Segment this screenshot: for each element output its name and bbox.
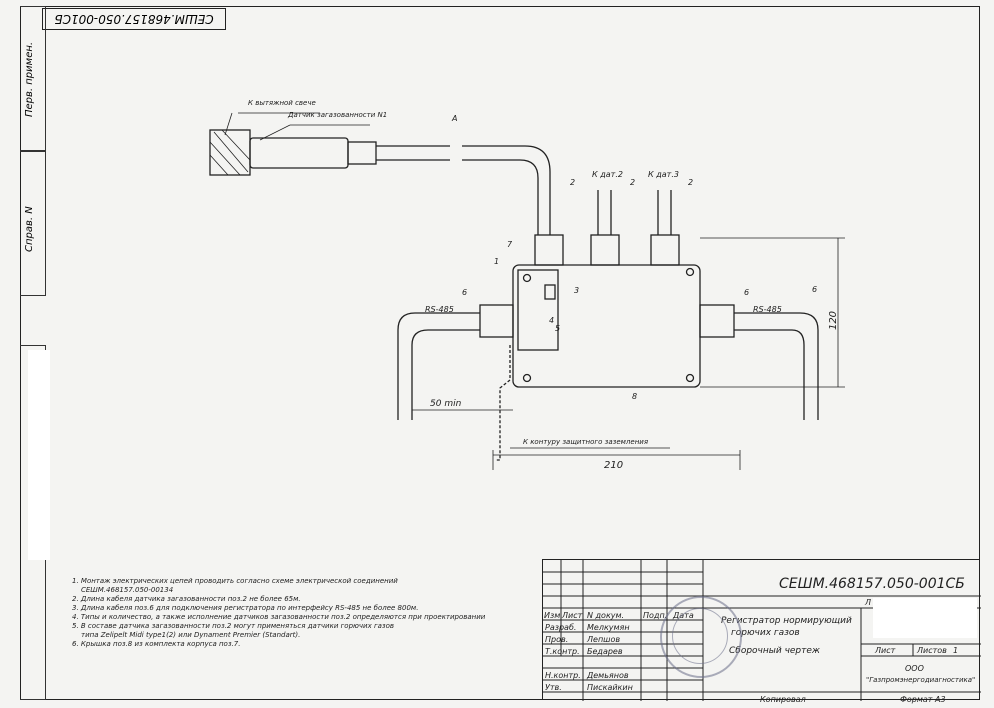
note-5-types: типа Zelipelt Midi type1(2) или Dynament… xyxy=(81,631,301,639)
callout-pos-5: 5 xyxy=(555,324,561,333)
product-title-2: горючих газов xyxy=(731,628,800,638)
gland-1 xyxy=(534,234,564,266)
name-tcontrol: Бедарев xyxy=(587,647,623,656)
label-rs485-left: RS-485 xyxy=(425,305,454,314)
ground-wire xyxy=(496,345,511,461)
callout-vent-candle: К вытяжной свече xyxy=(248,99,316,107)
gland-left xyxy=(479,304,514,338)
title-block: СЕШМ.468157.050-001СБ Изм Лист N докум. … xyxy=(542,559,981,701)
sensor-cable xyxy=(376,145,450,161)
product-title-3: Сборочный чертеж xyxy=(729,646,821,656)
note-2: 2. Длина кабеля датчика загазованности п… xyxy=(72,595,301,603)
dim-210: 210 xyxy=(604,460,624,471)
product-title-1: Регистратор нормирующий xyxy=(721,616,852,626)
note-6: 6. Крышка поз.8 из комплекта корпуса поз… xyxy=(72,640,241,648)
sensor-gland xyxy=(347,141,377,165)
role-tcontrol: Т.контр. xyxy=(545,647,580,656)
hdr-sign: Подп. xyxy=(643,611,668,620)
rs485-cable-right xyxy=(734,312,819,420)
callout-pos-2b: 2 xyxy=(630,178,636,187)
note-1: 1. Монтаж электрических цепей проводить … xyxy=(72,577,398,585)
dim-50-min: 50 min xyxy=(430,399,462,409)
side-cell-first-use: Перв. примен. xyxy=(20,6,46,151)
note-1-ref: СЕШМ.468157.050-00134 xyxy=(81,586,174,594)
side-cell-ref: Справ. N xyxy=(20,151,46,296)
title-doc-number: СЕШМ.468157.050-001СБ xyxy=(779,576,965,592)
company-line-2: "Газпромэнергодиагностика" xyxy=(866,676,976,684)
role-checker: Пров. xyxy=(545,635,569,644)
cable-bend xyxy=(462,145,551,235)
callout-pos-2: 2 xyxy=(570,178,576,187)
hdr-doc: N докум. xyxy=(587,611,625,620)
technical-notes: 1. Монтаж электрических цепей проводить … xyxy=(72,577,485,649)
role-developer: Разраб. xyxy=(545,623,577,632)
company-line-1: ООО xyxy=(905,664,924,673)
callout-pos-6b: 6 xyxy=(744,288,750,297)
label-rs485-right: RS-485 xyxy=(753,305,782,314)
gland-2 xyxy=(590,234,620,266)
footer-copied: Копировал xyxy=(760,695,806,704)
callout-pos-2c: 2 xyxy=(688,178,694,187)
enclosure-body xyxy=(512,264,701,388)
callout-to-sensor-3: К дат.3 xyxy=(648,170,679,179)
sheets-label: Листов xyxy=(917,646,947,655)
callout-pos-A: А xyxy=(452,114,458,123)
gland-3 xyxy=(650,234,680,266)
name-approved: Пискайкин xyxy=(587,683,633,692)
redacted-area-left xyxy=(28,350,50,560)
callout-pos-6a: 6 xyxy=(462,288,468,297)
sheets-value: 1 xyxy=(953,646,959,655)
sensor-body-hatched xyxy=(209,129,251,176)
name-developer: Мелкумян xyxy=(587,623,630,632)
callout-pos-b: 6 xyxy=(812,285,818,294)
hdr-list: Лист xyxy=(562,611,583,620)
callout-ground: К контуру защитного заземления xyxy=(523,438,649,446)
callout-pos-1: 1 xyxy=(494,257,500,266)
sheet-label: Лист xyxy=(875,646,896,655)
terminal-block xyxy=(517,269,559,351)
callout-pos-4: 4 xyxy=(549,316,555,325)
note-4: 4. Типы и количество, а также исполнение… xyxy=(72,613,486,621)
drawing-frame xyxy=(20,6,980,700)
callout-pos-7: 7 xyxy=(507,240,513,249)
hdr-izm: Изм xyxy=(544,611,561,620)
rs485-cable-left xyxy=(397,312,480,420)
callout-pos-3: 3 xyxy=(574,286,580,295)
callout-to-sensor-2: К дат.2 xyxy=(592,170,623,179)
name-ncontrol: Демьянов xyxy=(587,671,629,680)
letter-label: Л xyxy=(865,598,872,607)
callout-pos-8: 8 xyxy=(632,392,638,401)
redacted-area-title xyxy=(873,598,977,638)
gland-right xyxy=(699,304,735,338)
note-5: 5. В составе датчика загазованности поз.… xyxy=(72,622,395,630)
note-3: 3. Длина кабеля поз.6 для подключения ре… xyxy=(72,604,419,612)
sensor-housing xyxy=(249,137,349,169)
dim-120: 120 xyxy=(828,310,840,331)
footer-format: Формат А3 xyxy=(900,695,946,704)
company-seal xyxy=(660,596,742,678)
name-checker: Лепшов xyxy=(587,635,621,644)
role-approved: Утв. xyxy=(545,683,562,692)
callout-sensor-n1: Датчик загазованности N1 xyxy=(288,111,388,119)
role-ncontrol: Н.контр. xyxy=(545,671,581,680)
